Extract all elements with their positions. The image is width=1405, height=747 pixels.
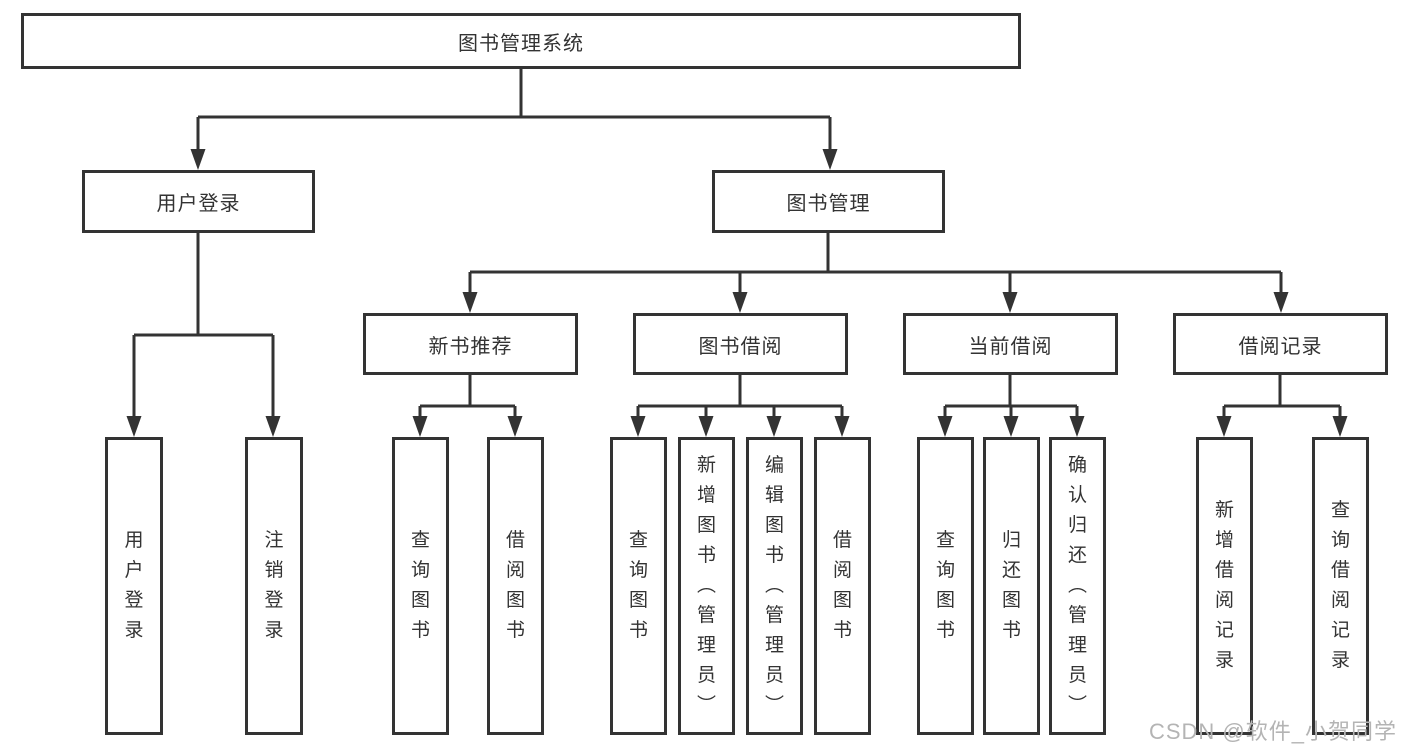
leaf-query-books-current: 查询图书 [917,437,974,735]
node-label: 确认归还︵管理员︶ [1067,455,1087,716]
node-label: 当前借阅 [968,335,1053,358]
node-label: 借阅记录 [1238,335,1323,358]
node-current-borrowing: 当前借阅 [903,313,1118,375]
node-book-borrowing: 图书借阅 [633,313,848,375]
node-label: 归还图书 [1001,530,1021,641]
connectors-borrow-records-to-leaves [1222,375,1342,418]
leaf-add-borrow-record: 新增借阅记录 [1196,437,1253,735]
node-label: 图书管理系统 [458,32,584,55]
node-label: 查询图书 [410,530,430,641]
connectors-user-login-to-leaves [132,233,275,418]
leaf-logout: 注销登录 [245,437,303,735]
connectors-book-management-to-level3 [468,233,1283,294]
node-label: 查询图书 [628,530,648,641]
leaf-borrow-books: 借阅图书 [814,437,871,735]
node-label: 借阅图书 [505,530,525,641]
leaf-user-login: 用户登录 [105,437,163,735]
node-user-login: 用户登录 [82,170,315,233]
node-label: 借阅图书 [832,530,852,641]
node-label: 查询借阅记录 [1330,500,1350,671]
leaf-return-books: 归还图书 [983,437,1040,735]
leaf-query-borrow-record: 查询借阅记录 [1312,437,1369,735]
leaf-confirm-return-admin: 确认归还︵管理员︶ [1049,437,1106,735]
connectors-current-borrowing-to-leaves [943,375,1079,418]
node-label: 注销登录 [264,530,284,641]
node-root-system: 图书管理系统 [21,13,1021,69]
connectors-new-book-recommend-to-leaves [418,375,517,418]
node-label: 图书借阅 [698,335,783,358]
leaf-query-books-borrowing: 查询图书 [610,437,667,735]
node-label: 编辑图书︵管理员︶ [764,455,784,716]
node-label: 新增借阅记录 [1214,500,1234,671]
node-borrow-records: 借阅记录 [1173,313,1388,375]
node-label: 用户登录 [124,530,144,641]
connectors-book-borrowing-to-leaves [636,375,844,418]
node-book-management: 图书管理 [712,170,945,233]
connectors-root-to-level2 [196,69,832,151]
node-new-book-recommend: 新书推荐 [363,313,578,375]
node-label: 查询图书 [935,530,955,641]
arrowheads [126,149,1348,437]
leaf-borrow-books-recommend: 借阅图书 [487,437,544,735]
leaf-query-books-recommend: 查询图书 [392,437,449,735]
leaf-add-books-admin: 新增图书︵管理员︶ [678,437,735,735]
node-label: 新书推荐 [428,335,513,358]
node-label: 图书管理 [786,193,871,215]
leaf-edit-books-admin: 编辑图书︵管理员︶ [746,437,803,735]
node-label: 用户登录 [156,193,241,215]
csdn-watermark: CSDN @软件_小贺同学 [1148,719,1397,744]
node-label: 新增图书︵管理员︶ [696,455,716,716]
